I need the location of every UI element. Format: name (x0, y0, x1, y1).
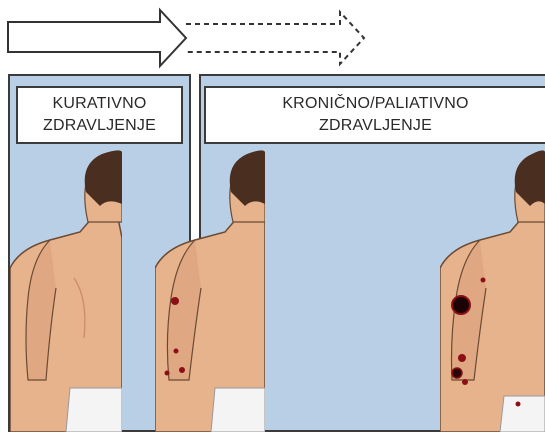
lesion-mark (481, 278, 486, 283)
lesion-mark (516, 402, 521, 407)
palliative-label-line2: ZDRAVLJENJE (319, 115, 432, 137)
solid-arrow-icon (8, 10, 186, 66)
palliative-label-line1: KRONIČNO/PALIATIVNO (282, 93, 468, 115)
lesion-mark (458, 354, 466, 362)
dashed-arrow-icon (186, 12, 364, 64)
curative-label-line2: ZDRAVLJENJE (43, 115, 156, 137)
lesion-mark (452, 296, 470, 314)
healthy-back-figure (10, 148, 122, 432)
lesion-mark (179, 367, 185, 373)
lesion-mark (452, 368, 462, 378)
back-many-lesions-figure (440, 148, 545, 432)
lesion-mark (171, 297, 179, 305)
lesion-mark (174, 349, 179, 354)
curative-label: KURATIVNO ZDRAVLJENJE (16, 86, 183, 144)
lesion-mark (462, 379, 468, 385)
lesion-mark (165, 371, 170, 376)
palliative-label: KRONIČNO/PALIATIVNO ZDRAVLJENJE (204, 86, 545, 144)
progression-arrows (0, 0, 545, 70)
back-few-lesions-figure (155, 148, 265, 432)
curative-label-line1: KURATIVNO (53, 93, 147, 115)
